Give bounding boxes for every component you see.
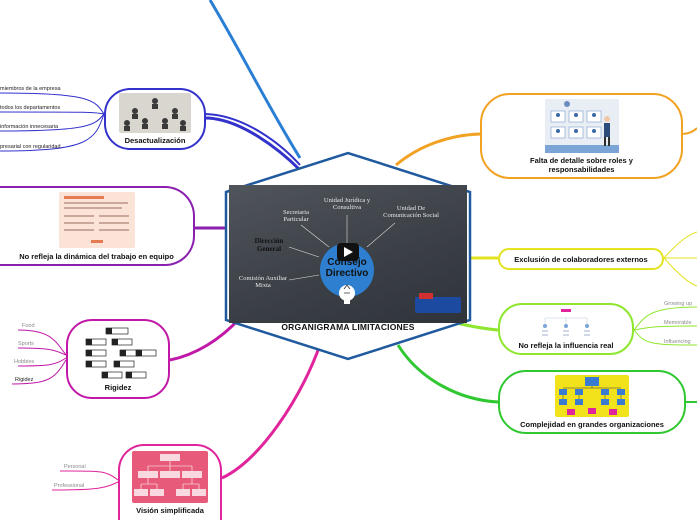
video-label-unidad-juridica: Unidad Jurídica y Consultiva [323, 197, 371, 212]
influencia-leaf-memorable[interactable]: Memorable [664, 320, 692, 326]
connector-desactualizacion [204, 116, 302, 172]
rigidez-leaf-food[interactable]: Food [22, 323, 35, 329]
rigidez-leaf-sports[interactable]: Sports [18, 341, 34, 347]
video-label-secretaria: Secretaria Particular [283, 209, 309, 224]
connector-complejidad [396, 344, 499, 404]
node-influencia[interactable]: No refleja la influencia real [498, 303, 634, 355]
desactualizacion-label: Desactualización [124, 136, 186, 145]
play-icon [337, 243, 359, 261]
falta-image [544, 98, 619, 153]
rigidez-image [78, 327, 158, 379]
influencia-leaf-line-1 [633, 306, 697, 331]
rigidez-leaf-hobbies[interactable]: Hobbies [14, 359, 35, 365]
complejidad-image [555, 375, 629, 417]
video-label-comunicacion: Unidad De Comunicación Social [383, 205, 439, 220]
vision-leaf-personal[interactable]: Personal [64, 464, 86, 470]
desactualizacion-image [119, 93, 191, 133]
desactualizacion-leaf-1[interactable]: miembros de la empresa [0, 86, 61, 92]
vision-label: Visión simplificada [136, 506, 204, 515]
desactualizacion-leaf-3[interactable]: información innecesaria [0, 124, 59, 130]
vision-leaf-professional[interactable]: Professional [54, 483, 85, 489]
rigidez-label: Rigidez [104, 382, 132, 392]
central-video-thumbnail[interactable]: Secretaria Particular Unidad Jurídica y … [229, 185, 467, 323]
video-heading: Consejo Directivo [317, 257, 377, 279]
vision-leaf-line-1 [59, 470, 119, 481]
node-vision[interactable]: Visión simplificada [118, 444, 222, 520]
video-label-direccion: Dirección General [254, 237, 284, 254]
node-exclusion[interactable]: Exclusión de colaboradores externos [498, 248, 664, 270]
rigidez-leaf-line-3 [17, 357, 67, 367]
influencia-leaf-growing-up[interactable]: Growing up [664, 301, 693, 307]
connector-top [208, 0, 302, 159]
influencia-leaf-line-3 [633, 329, 697, 346]
node-complejidad[interactable]: Complejidad en grandes organizaciones [498, 370, 686, 434]
exclusion-label: Exclusión de colaboradores externos [514, 254, 648, 264]
lightbulb-icon [339, 284, 355, 304]
node-desactualizacion[interactable]: Desactualización [104, 88, 206, 150]
desact-leaf-line-3 [0, 113, 105, 132]
falta-leaf-line [681, 127, 697, 135]
desact-leaf-line-2 [0, 111, 105, 115]
node-rigidez[interactable]: Rigidez [66, 319, 170, 399]
falta-label: Falta de detalle sobre roles y responsab… [530, 155, 633, 174]
connector-rigidez [169, 316, 242, 362]
connector-vision [221, 344, 322, 480]
node-falta[interactable]: Falta de detalle sobre roles y responsab… [480, 93, 683, 179]
video-heading-line-2: Directivo [325, 268, 369, 279]
exclusion-leaf-line-2 [663, 231, 697, 259]
desactualizacion-leaf-2[interactable]: todos los departamentos [0, 105, 61, 111]
influencia-leaf-line-2 [633, 325, 697, 331]
dinamica-label: No refleja la dinámica del trabajo en eq… [19, 251, 174, 261]
vision-image [132, 451, 208, 503]
connector-falta [395, 132, 481, 167]
exclusion-leaf-line-3 [663, 257, 697, 287]
video-heading-line-1: Consejo [327, 257, 367, 268]
central-title[interactable]: ORGANIGRAMA LIMITACIONES [281, 322, 415, 332]
desact-leaf-line-4 [0, 113, 105, 152]
rigidez-leaf-line-4 [11, 359, 67, 385]
connector-desactualizacion-2 [204, 113, 301, 166]
influencia-label: No refleja la influencia real [518, 341, 614, 350]
video-label-comision: Comisión Auxiliar Mixta [238, 275, 288, 290]
rigidez-leaf-line-1 [17, 329, 67, 356]
dinamica-image [58, 191, 135, 248]
influencia-image [531, 308, 601, 338]
influencia-leaf-influencing[interactable]: Influencing [664, 339, 691, 345]
desact-leaf-line-1 [0, 92, 105, 115]
node-dinamica[interactable]: No refleja la dinámica del trabajo en eq… [0, 186, 195, 266]
complejidad-label: Complejidad en grandes organizaciones [520, 420, 664, 429]
rigidez-leaf-rigidez[interactable]: Rigidez [15, 377, 34, 383]
vision-leaf-line-2 [51, 481, 119, 491]
desactualizacion-leaf-4[interactable]: presarial con regularidad [0, 144, 61, 150]
rigidez-leaf-line-2 [17, 347, 67, 356]
